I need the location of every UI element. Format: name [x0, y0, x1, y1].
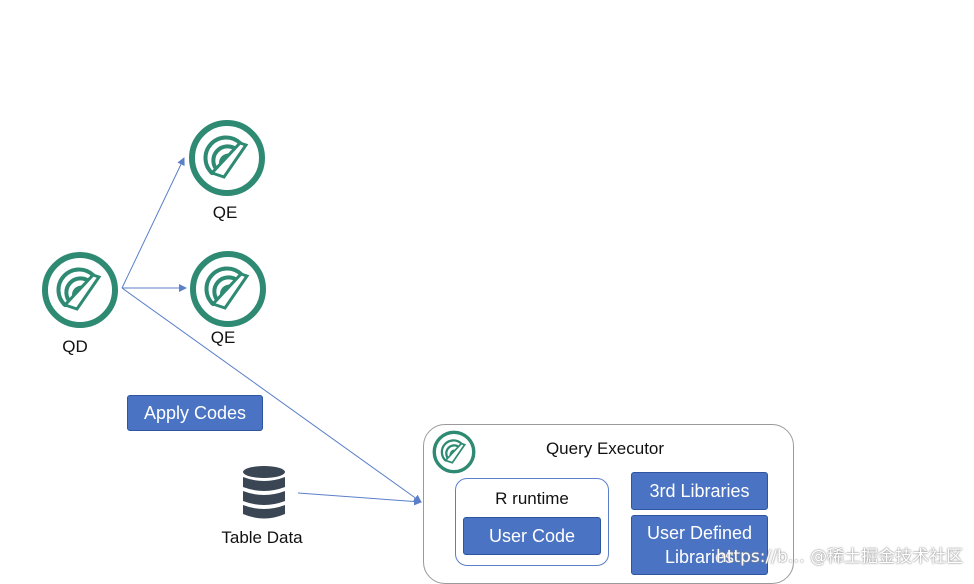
qe-middle-label: QE	[210, 328, 236, 347]
watermark: https://b… @稀土掘金技术社区	[716, 547, 964, 567]
query-executor-logo-icon	[432, 430, 476, 474]
qe-middle-logo-icon	[190, 251, 266, 327]
user-code-button[interactable]: User Code	[463, 517, 601, 555]
qd-logo-icon	[42, 252, 118, 328]
arrow-qd-to-query-executor	[121, 287, 422, 503]
arrow-table-to-query-executor	[297, 492, 422, 506]
qe-top-logo-icon	[189, 120, 265, 196]
r-runtime-title: R runtime	[495, 489, 569, 508]
arrow-qd-to-qe-top	[121, 157, 185, 289]
apply-codes-button[interactable]: Apply Codes	[127, 395, 263, 431]
qd-label: QD	[62, 337, 88, 356]
database-icon	[243, 466, 285, 519]
user-defined-libraries-button[interactable]: User Defined Libraries	[631, 515, 768, 575]
third-libraries-button[interactable]: 3rd Libraries	[631, 472, 768, 510]
qe-top-label: QE	[212, 203, 238, 222]
table-data-label: Table Data	[221, 528, 303, 547]
query-executor-title: Query Executor	[545, 439, 665, 458]
